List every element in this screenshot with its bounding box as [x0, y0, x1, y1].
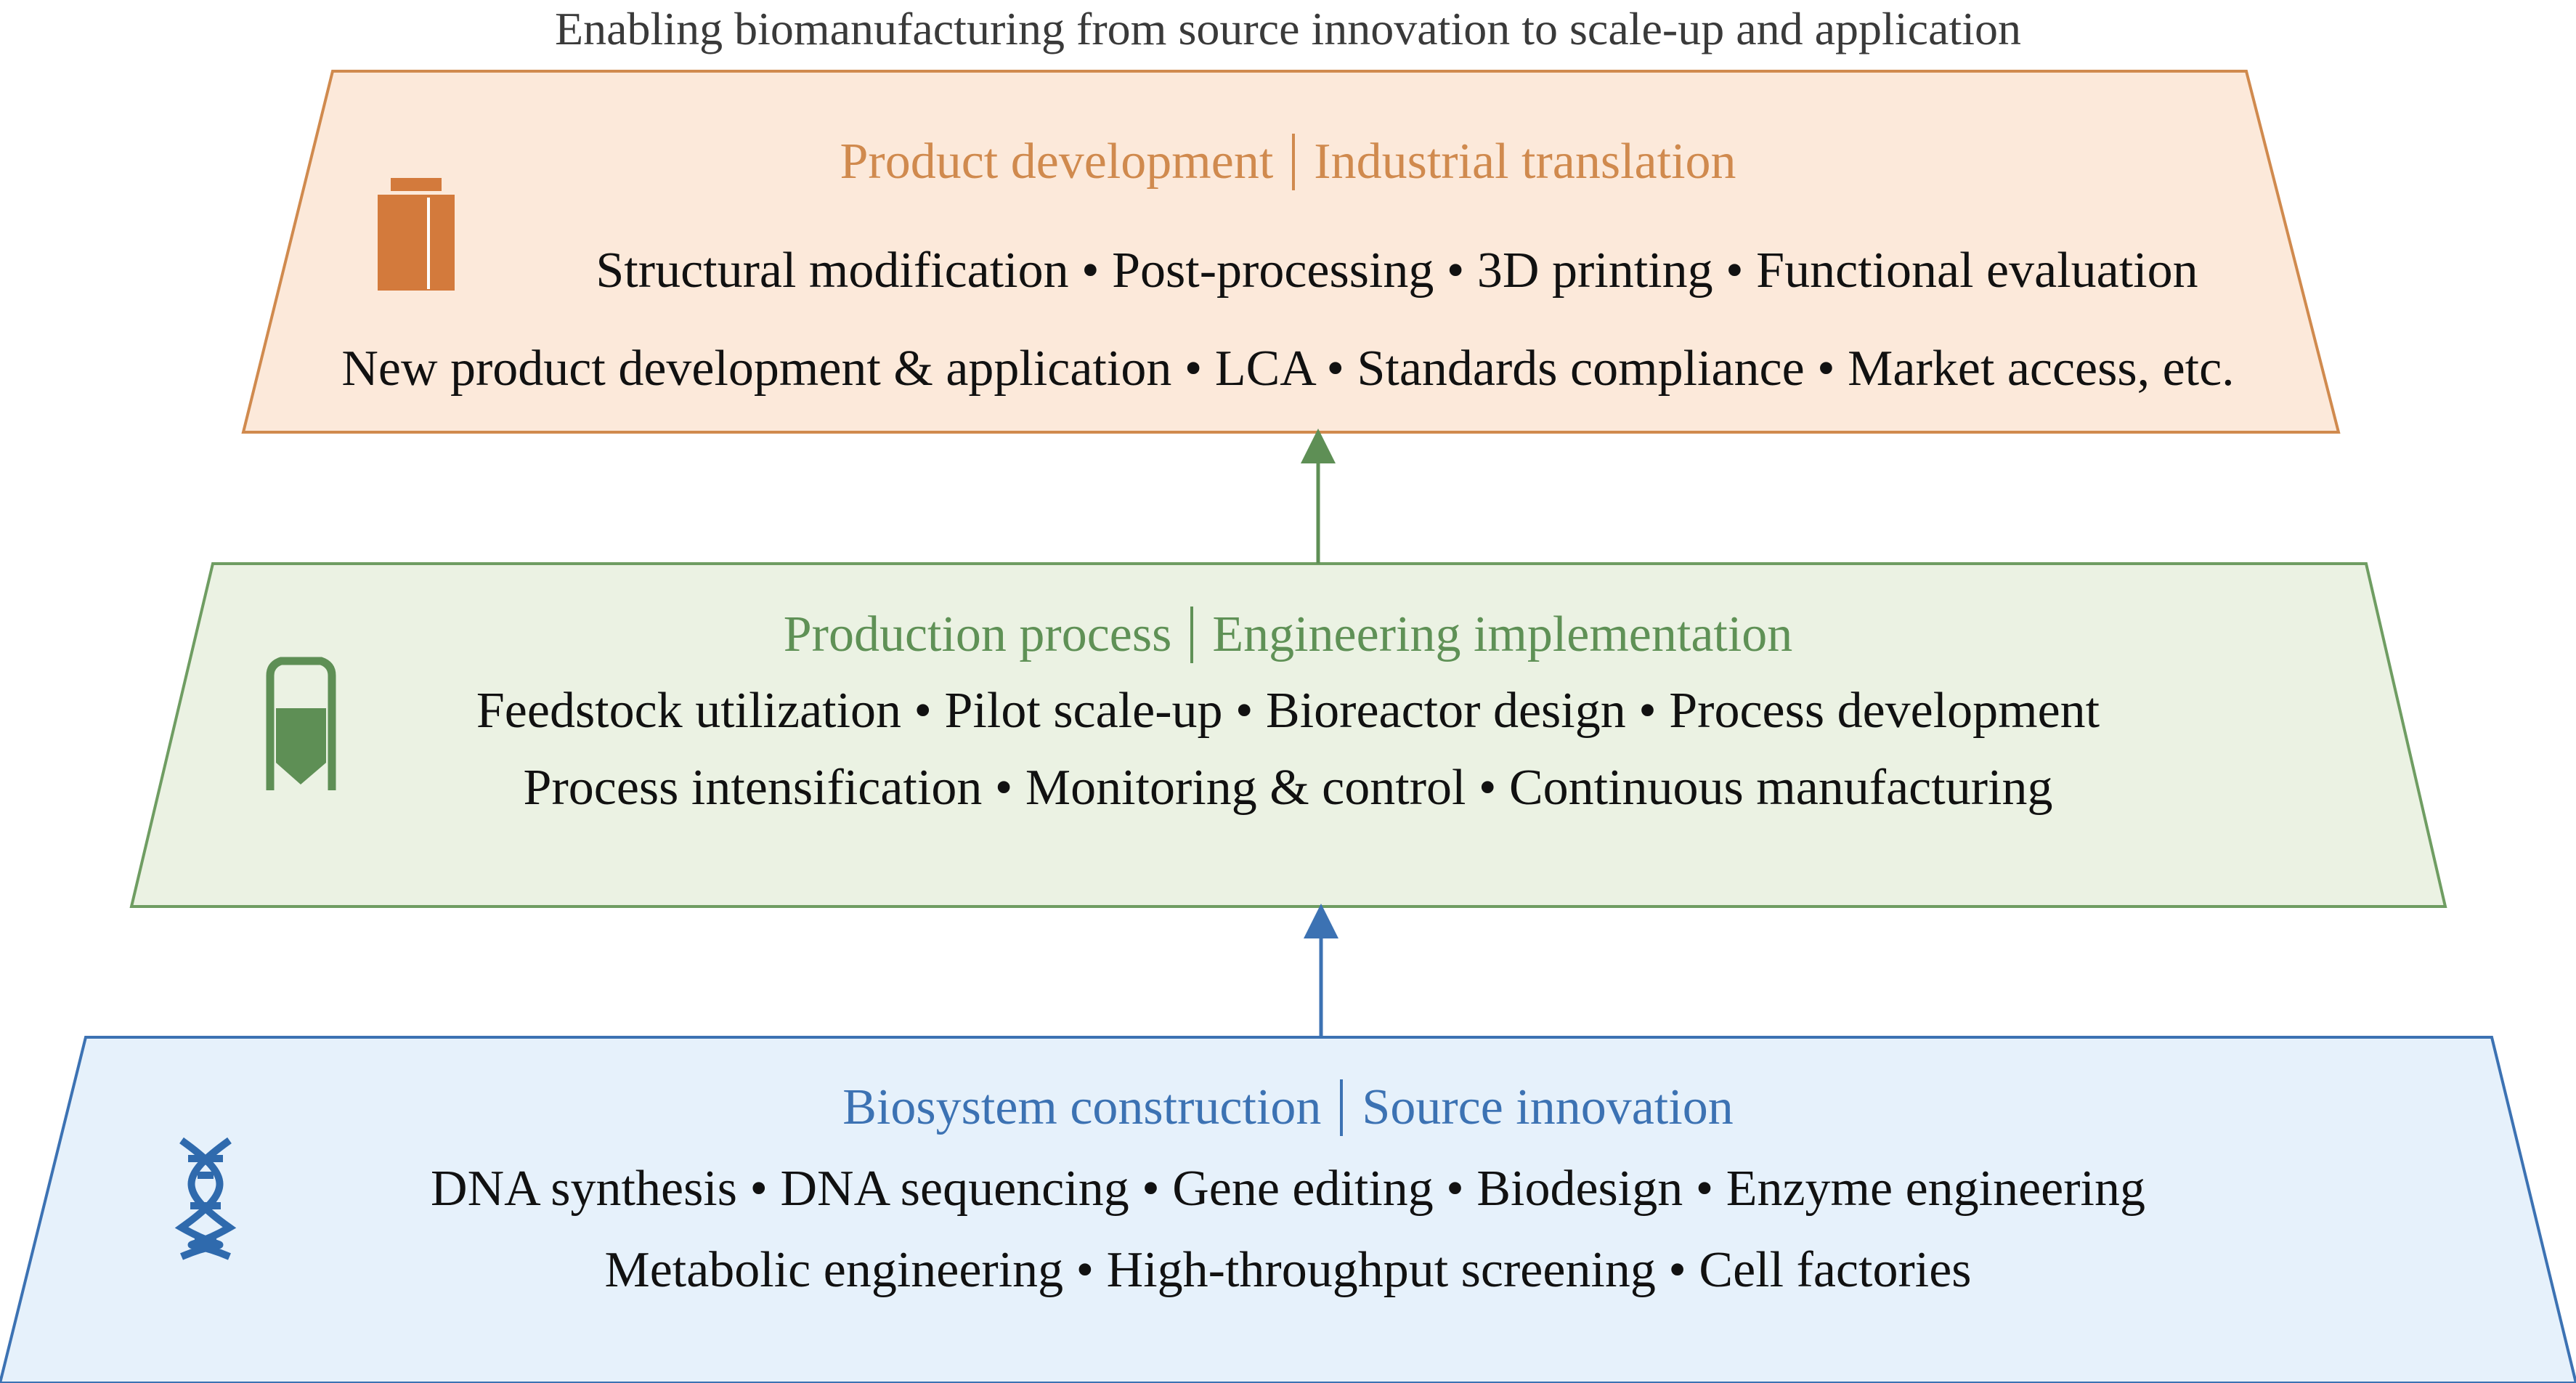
diagram-title: Enabling biomanufacturing from source in…	[555, 3, 2021, 54]
top-heading-right: Industrial translation	[1314, 134, 1736, 190]
top-layer-box	[241, 70, 2341, 434]
top-layer-heading: Product development Industrial translati…	[0, 129, 2576, 195]
bottom-layer-line-2: Metabolic engineering • High-throughput …	[604, 1242, 1972, 1298]
bottom-heading-right: Source innovation	[1362, 1079, 1734, 1135]
arrow-middle-to-top-head	[1301, 429, 1336, 463]
middle-layer-heading: Production process Engineering implement…	[0, 602, 2576, 668]
top-heading-divider	[1292, 134, 1296, 190]
bottom-layer-box	[0, 1036, 2576, 1383]
bottom-layer-heading: Biosystem construction Source innovation	[0, 1075, 2576, 1140]
middle-layer-box	[129, 562, 2447, 908]
arrow-bottom-to-middle-head	[1304, 904, 1338, 938]
top-layer-line-2: New product development & application • …	[341, 341, 2235, 397]
bioreactor-icon	[266, 657, 336, 790]
top-layer-line-1: Structural modification • Post-processin…	[596, 243, 2198, 299]
middle-heading-divider	[1190, 607, 1194, 663]
top-heading-left: Product development	[840, 134, 1274, 190]
middle-layer-line-2: Process intensification • Monitoring & c…	[523, 760, 2053, 816]
middle-layer-line-1: Feedstock utilization • Pilot scale-up •…	[476, 683, 2100, 739]
bottom-heading-divider	[1340, 1079, 1344, 1136]
bottom-heading-left: Biosystem construction	[842, 1079, 1322, 1135]
middle-heading-left: Production process	[783, 607, 1172, 662]
middle-heading-right: Engineering implementation	[1212, 607, 1793, 662]
bottom-layer-line-1: DNA synthesis • DNA sequencing • Gene ed…	[431, 1161, 2145, 1217]
package-icon	[378, 178, 455, 291]
dna-icon	[174, 1137, 237, 1260]
